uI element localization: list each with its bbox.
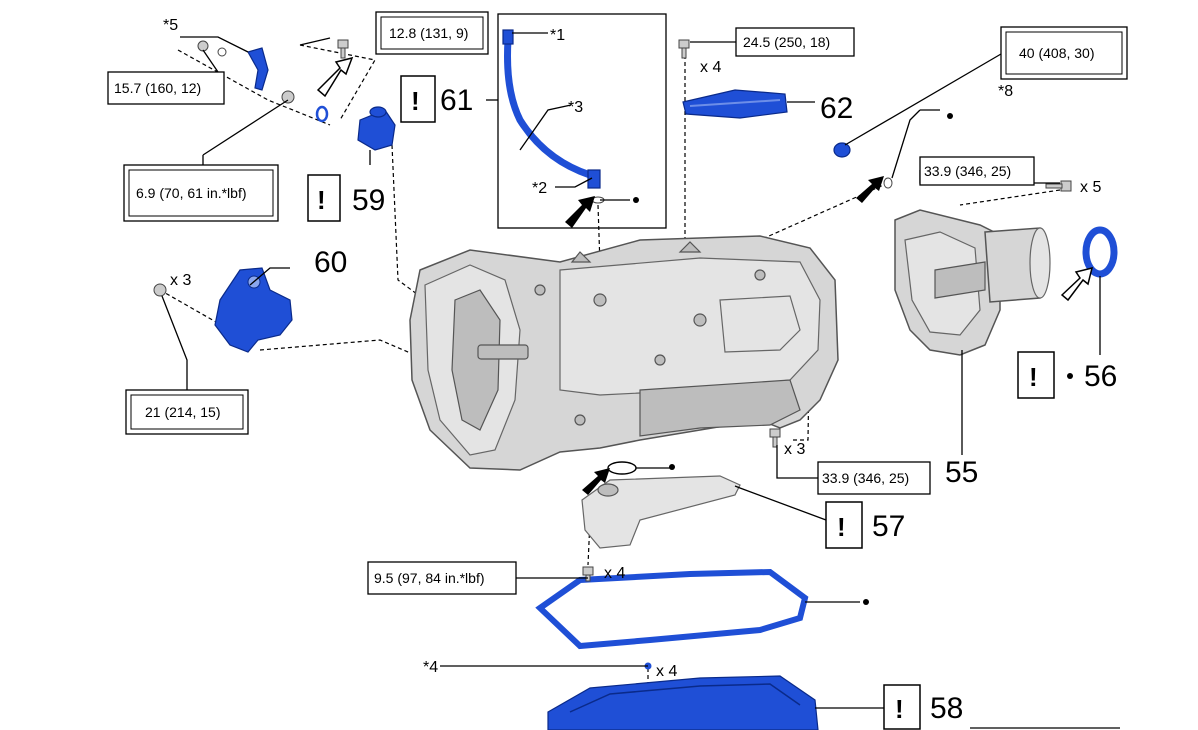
torque-text-9-5: 9.5 (97, 84 in.*lbf) [374, 570, 485, 586]
svg-text:!: ! [895, 694, 904, 724]
torque-text-21: 21 (214, 15) [145, 404, 221, 420]
oil-seal-ring [1082, 226, 1118, 278]
part-number-57: 57 [872, 510, 905, 543]
part-number-61: 61 [440, 84, 473, 117]
torque-box-6-9: 6.9 (70, 61 in.*lbf) [123, 164, 279, 222]
caution-box-61: ! [400, 75, 436, 123]
drain-plug [833, 142, 851, 158]
callout-labels: *5 *1 *3 *2 *8 *4 [163, 17, 1013, 676]
hollow-arrows [316, 56, 1094, 302]
tube-group-box [497, 13, 667, 229]
part-number-59: 59 [352, 184, 385, 217]
oil-strainer [581, 461, 741, 549]
part-number-58: 58 [930, 692, 963, 725]
part-number-56: 56 [1084, 360, 1117, 393]
caution-box-58: ! [883, 684, 921, 730]
torque-box-33-9-bottom: 33.9 (346, 25) [817, 461, 931, 495]
caution-box-57: ! [825, 501, 863, 549]
torque-text-24-5: 24.5 (250, 18) [743, 34, 830, 50]
callout-8: *8 [998, 83, 1013, 100]
arrow-solid-3 [582, 468, 610, 495]
torque-text-6-9: 6.9 (70, 61 in.*lbf) [136, 185, 247, 201]
torque-box-12-8: 12.8 (131, 9) [375, 11, 489, 55]
qty-magnets: x 4 [656, 663, 677, 680]
caution-boxes: ! ! ! ! ! [307, 75, 1055, 730]
callout-5: *5 [163, 17, 178, 34]
part-numbers: 61 62 59 60 56 55 57 58 [314, 84, 1117, 725]
qty-strainer-bolts: x 4 [604, 565, 625, 582]
replacement-dots [633, 113, 1073, 605]
torque-box-21: 21 (214, 15) [125, 389, 249, 435]
torque-text-12-8: 12.8 (131, 9) [389, 25, 468, 41]
svg-text:!: ! [837, 512, 846, 542]
torque-box-15-7: 15.7 (160, 12) [107, 71, 225, 105]
quantity-labels: x 4 x 5 x 3 x 3 x 4 x 4 [170, 59, 1101, 680]
arrow-solid-2 [856, 176, 884, 203]
torque-box-40: 40 (408, 30) [1000, 26, 1128, 80]
oil-cooler-tube [504, 39, 592, 179]
o-ring-small [315, 105, 329, 123]
callout-3: *3 [568, 99, 583, 116]
part-number-55: 55 [945, 456, 978, 489]
svg-text:!: ! [1029, 362, 1038, 392]
blue-parts [214, 29, 1118, 730]
torque-box-33-9-top: 33.9 (346, 25) [919, 156, 1035, 186]
torque-specs: 12.8 (131, 9) 24.5 (250, 18) 40 (408, 30… [107, 11, 1128, 595]
caution-box-56: ! [1017, 351, 1055, 399]
strainer-o-ring [607, 461, 637, 475]
part-number-62: 62 [820, 92, 853, 125]
bracket-part [247, 47, 269, 91]
arrow-hollow-1 [316, 56, 354, 98]
oil-pan-gasket [535, 568, 809, 650]
caution-box-59: ! [307, 174, 341, 222]
solid-arrows [565, 176, 884, 495]
torque-box-24-5: 24.5 (250, 18) [735, 27, 855, 57]
callout-2: *2 [532, 180, 547, 197]
qty-case-bolts: x 3 [784, 441, 805, 458]
svg-text:!: ! [411, 86, 420, 116]
qty-extension-bolts: x 5 [1080, 179, 1101, 196]
bolts [153, 39, 1072, 582]
neutral-switch-part [214, 267, 293, 353]
torque-text-33-9-top: 33.9 (346, 25) [924, 163, 1011, 179]
qty-switch-bolts: x 3 [170, 272, 191, 289]
torque-text-15-7: 15.7 (160, 12) [114, 80, 201, 96]
arrow-solid-1 [565, 196, 595, 228]
torque-box-9-5: 9.5 (97, 84 in.*lbf) [367, 561, 517, 595]
transmission-case [409, 235, 839, 471]
arrow-hollow-2 [1060, 266, 1094, 302]
qty-valve-cover-bolts: x 4 [700, 59, 721, 76]
torque-text-40: 40 (408, 30) [1019, 45, 1095, 61]
part-number-60: 60 [314, 246, 347, 279]
callout-1: *1 [550, 27, 565, 44]
torque-text-33-9-bottom: 33.9 (346, 25) [822, 470, 909, 486]
svg-text:!: ! [317, 185, 326, 215]
callout-4: *4 [423, 659, 438, 676]
extension-housing [894, 209, 1051, 356]
oil-pan [547, 675, 819, 730]
